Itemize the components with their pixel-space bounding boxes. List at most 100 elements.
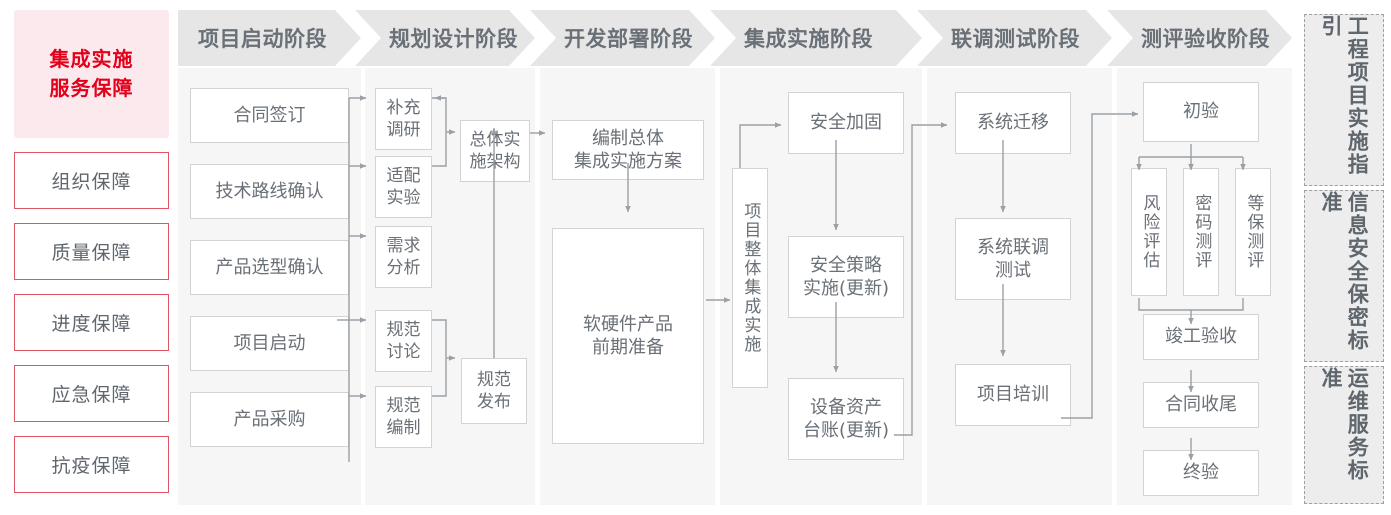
node-contract-closeout[interactable]: 合同收尾 (1143, 382, 1259, 428)
node-label: 风险评估 (1139, 194, 1160, 270)
phase-header-planning: 规划设计阶段 (355, 10, 535, 66)
guarantee-item-label: 应急保障 (51, 384, 132, 406)
node-overall-implementation-architecture[interactable]: 总体实 施架构 (460, 120, 530, 182)
node-label: 系统联调 测试 (977, 236, 1049, 281)
phase-header-label: 开发部署阶段 (564, 27, 693, 51)
node-label: 规范 发布 (477, 369, 511, 412)
node-label: 初验 (1183, 101, 1219, 123)
node-label: 终验 (1183, 462, 1219, 484)
phase-header-label: 集成实施阶段 (744, 27, 873, 51)
phase-header-integration: 集成实施阶段 (710, 10, 922, 66)
node-label: 设备资产 台账(更新) (802, 396, 890, 441)
phase-header-label: 测评验收阶段 (1141, 27, 1270, 51)
guarantee-item-quality[interactable]: 质量保障 (14, 223, 169, 280)
guarantee-column: 集成实施 服务保障 组织保障 质量保障 进度保障 应急保障 抗疫保障 (14, 10, 169, 493)
node-spec-discussion[interactable]: 规范 讨论 (375, 310, 432, 372)
node-label: 合同签订 (233, 104, 306, 126)
node-label: 项目培训 (977, 384, 1049, 406)
standard-label: 工程项目实施指引 (1319, 15, 1370, 176)
standard-label: 运维服务标准 (1319, 367, 1370, 482)
standard-box-information-security[interactable]: 信息安全保密标准 (1304, 190, 1384, 362)
node-label: 编制总体 集成实施方案 (574, 127, 682, 172)
node-contract-signing[interactable]: 合同签订 (190, 88, 349, 143)
node-risk-assessment[interactable]: 风险评估 (1131, 168, 1167, 296)
node-system-migration[interactable]: 系统迁移 (955, 92, 1071, 154)
standard-label: 信息安全保密标准 (1319, 191, 1370, 352)
node-label: 合同收尾 (1165, 394, 1237, 416)
standard-box-engineering-guideline[interactable]: 工程项目实施指引 (1304, 14, 1384, 186)
phase-column-integration: 集成实施阶段 项目整体集成实施 安全加固 安全策略 实施(更新) 设备资产 台账… (710, 10, 922, 505)
node-label: 系统迁移 (977, 112, 1049, 134)
phase-body-joint-testing: 系统迁移 系统联调 测试 项目培训 (927, 68, 1112, 505)
node-final-acceptance[interactable]: 终验 (1143, 450, 1259, 496)
node-security-policy-implementation[interactable]: 安全策略 实施(更新) (788, 236, 904, 318)
node-label: 竣工验收 (1165, 326, 1237, 348)
node-system-joint-test[interactable]: 系统联调 测试 (955, 218, 1071, 300)
phase-header-development: 开发部署阶段 (530, 10, 715, 66)
node-project-training[interactable]: 项目培训 (955, 364, 1071, 426)
node-equipment-asset-ledger[interactable]: 设备资产 台账(更新) (788, 378, 904, 460)
node-spec-drafting[interactable]: 规范 编制 (375, 386, 432, 448)
node-label: 软硬件产品 前期准备 (583, 313, 673, 358)
node-label: 适配 实验 (386, 165, 421, 208)
node-project-kickoff[interactable]: 项目启动 (190, 316, 349, 371)
guarantee-item-emergency[interactable]: 应急保障 (14, 365, 169, 422)
node-label: 产品采购 (233, 408, 306, 430)
phase-body-integration: 项目整体集成实施 安全加固 安全策略 实施(更新) 设备资产 台账(更新) (720, 68, 922, 505)
node-requirement-analysis[interactable]: 需求 分析 (375, 226, 432, 288)
phase-body-development: 编制总体 集成实施方案 软硬件产品 前期准备 (540, 68, 715, 505)
guarantee-item-organization[interactable]: 组织保障 (14, 152, 169, 209)
phase-header-startup: 项目启动阶段 (178, 10, 361, 66)
node-label: 项目启动 (233, 332, 306, 354)
node-security-hardening[interactable]: 安全加固 (788, 92, 904, 154)
phase-header-label: 联调测试阶段 (951, 27, 1080, 51)
guarantee-item-label: 组织保障 (51, 171, 132, 193)
node-tech-route-confirm[interactable]: 技术路线确认 (190, 164, 349, 219)
node-label: 规范 讨论 (386, 319, 421, 362)
phase-body-acceptance: 初验 风险评估 密码测评 等保测评 竣工验收 合同收尾 终验 (1117, 68, 1292, 505)
guarantee-title-line-1: 集成实施 (49, 47, 134, 71)
node-spec-release[interactable]: 规范 发布 (461, 358, 527, 424)
node-overall-integration-plan[interactable]: 编制总体 集成实施方案 (552, 120, 704, 180)
node-label: 产品选型确认 (215, 256, 324, 278)
phase-column-planning: 规划设计阶段 补充 调研 适配 实验 需求 分析 规范 讨论 规范 编制 总体实… (355, 10, 535, 505)
guarantee-item-label: 进度保障 (51, 313, 132, 335)
node-completion-acceptance[interactable]: 竣工验收 (1143, 314, 1259, 360)
phase-column-joint-testing: 联调测试阶段 系统迁移 系统联调 测试 项目培训 (917, 10, 1112, 505)
node-hardware-software-preparation[interactable]: 软硬件产品 前期准备 (552, 228, 704, 444)
guarantee-item-epidemic[interactable]: 抗疫保障 (14, 436, 169, 493)
node-classified-protection-evaluation[interactable]: 等保测评 (1235, 168, 1271, 296)
phase-header-label: 项目启动阶段 (198, 27, 327, 51)
phase-column-development: 开发部署阶段 编制总体 集成实施方案 软硬件产品 前期准备 (530, 10, 715, 505)
node-label: 补充 调研 (386, 97, 421, 140)
node-preliminary-acceptance[interactable]: 初验 (1143, 82, 1259, 142)
node-supplementary-research[interactable]: 补充 调研 (375, 88, 432, 150)
node-overall-project-integration[interactable]: 项目整体集成实施 (732, 168, 768, 388)
node-label: 项目整体集成实施 (740, 202, 761, 354)
phase-column-acceptance: 测评验收阶段 初验 风险评估 密码测评 等保测评 竣工验收 合同收尾 终验 (1107, 10, 1292, 505)
node-label: 安全加固 (810, 112, 882, 134)
node-label: 等保测评 (1243, 194, 1264, 270)
phase-column-startup: 项目启动阶段 合同签订 技术路线确认 产品选型确认 项目启动 产品采购 (178, 10, 361, 505)
guarantee-item-schedule[interactable]: 进度保障 (14, 294, 169, 351)
node-label: 技术路线确认 (215, 180, 324, 202)
node-label: 规范 编制 (386, 395, 421, 438)
guarantee-title-line-2: 服务保障 (49, 76, 134, 100)
phase-body-startup: 合同签订 技术路线确认 产品选型确认 项目启动 产品采购 (178, 68, 361, 505)
node-product-procurement[interactable]: 产品采购 (190, 392, 349, 447)
phase-header-label: 规划设计阶段 (389, 27, 518, 51)
standard-box-operation-maintenance[interactable]: 运维服务标准 (1304, 366, 1384, 504)
guarantee-title: 集成实施 服务保障 (14, 10, 169, 138)
node-label: 安全策略 实施(更新) (802, 254, 890, 299)
node-adaptation-experiment[interactable]: 适配 实验 (375, 156, 432, 218)
phase-header-joint-testing: 联调测试阶段 (917, 10, 1112, 66)
node-label: 需求 分析 (386, 235, 421, 278)
node-product-selection-confirm[interactable]: 产品选型确认 (190, 240, 349, 295)
node-label: 密码测评 (1191, 194, 1212, 270)
guarantee-item-label: 质量保障 (51, 242, 132, 264)
phase-body-planning: 补充 调研 适配 实验 需求 分析 规范 讨论 规范 编制 总体实 施架构 规范… (365, 68, 535, 505)
node-label: 总体实 施架构 (469, 129, 521, 172)
phase-header-acceptance: 测评验收阶段 (1107, 10, 1292, 66)
node-cryptography-evaluation[interactable]: 密码测评 (1183, 168, 1219, 296)
